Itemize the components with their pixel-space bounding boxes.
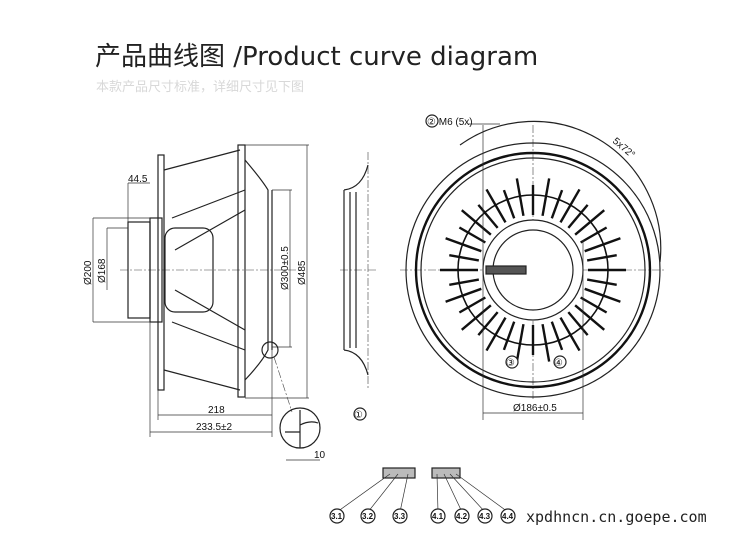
impeller-blade bbox=[584, 287, 621, 303]
callout-3.1: 3.1 bbox=[331, 512, 343, 521]
impeller-blade bbox=[477, 311, 499, 336]
connectors: 3.1 3.2 3.3 4.1 4.2 4.3 4.4 bbox=[329, 467, 516, 524]
impeller-blade bbox=[460, 304, 492, 331]
callout-circle bbox=[500, 508, 516, 524]
page-subtitle: 本款产品尺寸标准，详细尺寸见下图 bbox=[96, 80, 305, 95]
impeller-blade bbox=[567, 204, 589, 229]
callout-circle bbox=[360, 508, 376, 524]
impeller-blade bbox=[580, 296, 608, 314]
angle-label: 5x72° bbox=[610, 136, 637, 161]
watermark: xpdhncn.cn.goepe.com bbox=[526, 508, 707, 526]
impeller-blade bbox=[458, 226, 486, 244]
dim-d200: Ø200 bbox=[83, 260, 94, 285]
page-title: 产品曲线图 /Product curve diagram bbox=[95, 42, 539, 72]
front-view: ② M6 (5x) 5x72° Ø186±0.5 ③ ④ bbox=[400, 114, 665, 420]
impeller-blade bbox=[449, 278, 480, 286]
callout-4.4: 4.4 bbox=[502, 512, 514, 521]
impeller-blade bbox=[550, 189, 564, 219]
impeller-blade bbox=[574, 304, 606, 331]
impeller-blade bbox=[559, 188, 581, 223]
callout-circle bbox=[430, 508, 446, 524]
impeller-blade bbox=[580, 226, 608, 244]
callout-circle bbox=[329, 508, 345, 524]
impeller-blade bbox=[477, 204, 499, 229]
impeller-blade bbox=[515, 323, 525, 362]
dim-d168: Ø168 bbox=[97, 258, 108, 283]
impeller-blade bbox=[567, 311, 589, 336]
callout-3.2: 3.2 bbox=[362, 512, 374, 521]
impeller-blade bbox=[502, 321, 516, 351]
dim-d300: Ø300±0.5 bbox=[280, 246, 291, 290]
impeller-blade bbox=[586, 278, 617, 286]
impeller-blade bbox=[515, 178, 525, 217]
impeller-blade bbox=[550, 321, 564, 351]
callout-4.3: 4.3 bbox=[479, 512, 491, 521]
callout-1: ① bbox=[354, 410, 363, 421]
callout-4: ④ bbox=[554, 358, 563, 369]
dim-d485: Ø485 bbox=[297, 260, 308, 285]
impeller-blade bbox=[445, 237, 482, 253]
impeller-blade bbox=[449, 254, 480, 262]
side-view: 44.5 Ø200 Ø168 Ø300±0.5 Ø485 218 233.5±2… bbox=[83, 144, 326, 461]
callout-circle bbox=[392, 508, 408, 524]
impeller-blade bbox=[485, 317, 507, 352]
dim-218: 218 bbox=[208, 405, 225, 416]
callout-2-m6: ② M6 (5x) bbox=[427, 117, 473, 128]
impeller-blade bbox=[445, 287, 482, 303]
impeller-blade bbox=[541, 323, 551, 362]
callout-3: ③ bbox=[506, 358, 515, 369]
ring-view: ① bbox=[340, 152, 378, 421]
impeller-blade bbox=[586, 254, 617, 262]
callout-circle bbox=[477, 508, 493, 524]
impeller-blade bbox=[541, 178, 551, 217]
impeller-blade bbox=[458, 296, 486, 314]
callout-4.1: 4.1 bbox=[432, 512, 444, 521]
impeller-blade bbox=[559, 317, 581, 352]
callout-4.2: 4.2 bbox=[456, 512, 468, 521]
callout-circle bbox=[454, 508, 470, 524]
dim-hub-offset: 44.5 bbox=[128, 174, 148, 185]
impeller-blade bbox=[584, 237, 621, 253]
impeller-blade bbox=[460, 209, 492, 236]
impeller-blade bbox=[574, 209, 606, 236]
dim-233: 233.5±2 bbox=[196, 422, 233, 433]
impeller-blade bbox=[502, 189, 516, 219]
dim-d186: Ø186±0.5 bbox=[513, 403, 557, 414]
impeller-blade bbox=[485, 188, 507, 223]
dim-10: 10 bbox=[314, 450, 326, 461]
callout-3.3: 3.3 bbox=[394, 512, 406, 521]
